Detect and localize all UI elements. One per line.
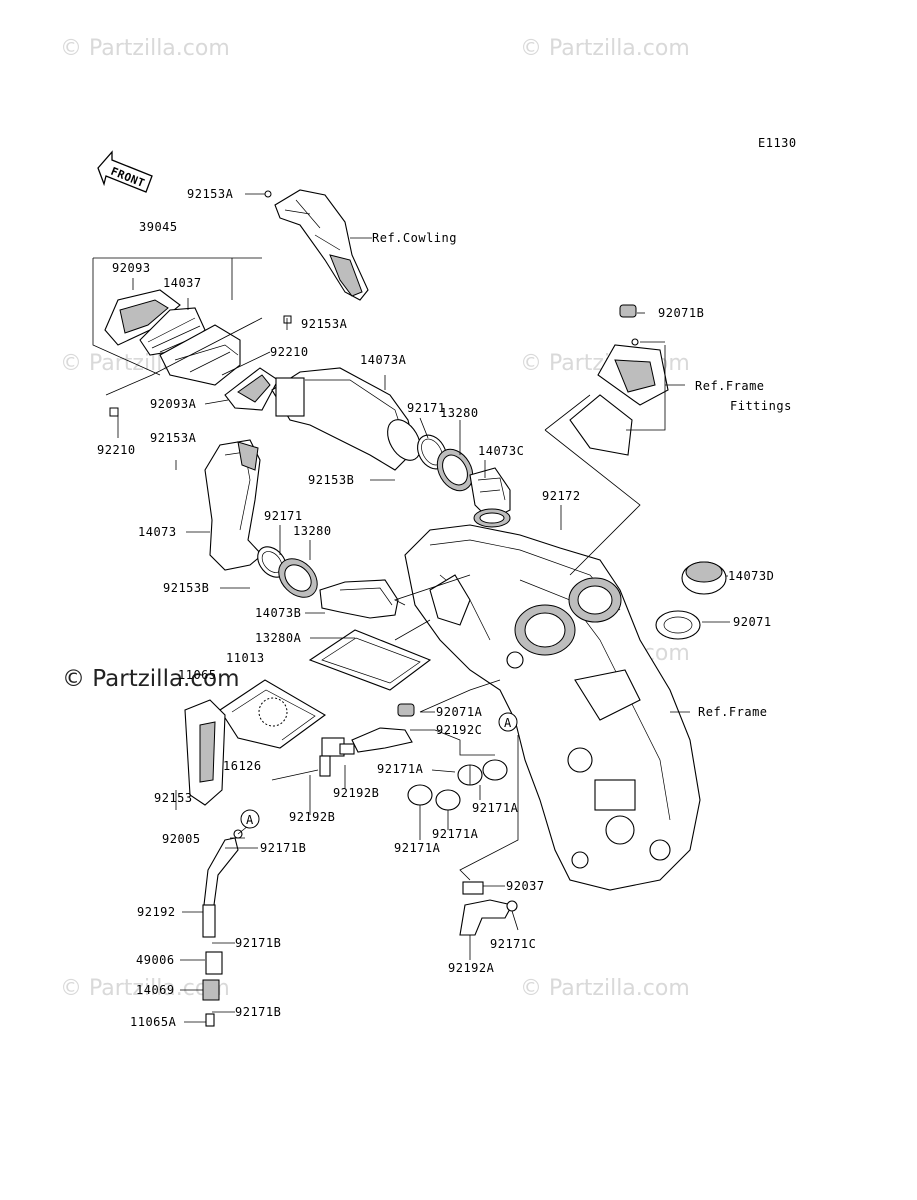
ref-label: Fittings [730,399,792,413]
part-label: 16126 [223,759,262,773]
part-label: 92171 [264,509,303,523]
part-label: 13280 [293,524,332,538]
duct-14073D [681,561,727,595]
callout-a-lower: A [240,809,260,829]
ref-label: Ref.Frame [695,379,765,393]
part-label: 92171 [407,401,446,415]
part-label: 92153 [154,791,193,805]
part-label: 11065A [130,1015,177,1029]
part-label: 39045 [139,220,178,234]
part-label: 92037 [506,879,545,893]
frame-fitting [597,338,669,406]
part-label: 11065 [178,668,217,682]
watermark-prominent: © Partzilla.com [62,666,240,692]
part-label: 92005 [162,832,201,846]
air-duct-14073A [271,367,421,471]
watermark: © Partzilla.com [520,976,690,1001]
callout-a-label: A [504,716,512,730]
seal-13280-mid [278,558,318,598]
part-label: 14073A [360,353,407,367]
ref-label: Ref.Cowling [372,231,457,245]
part-label: 92153B [308,473,354,487]
part-label: 14069 [136,983,175,997]
air-duct-14073 [204,439,263,571]
hose-92192A [459,881,518,936]
front-arrow-icon: FRONT [97,150,153,193]
part-labels: 92153A Ref.Cowling 39045 92093 14037 921… [97,187,792,1029]
part-label: 92171B [260,841,306,855]
part-label: 92172 [542,489,581,503]
part-label: 92153A [301,317,348,331]
part-label: 92192B [333,786,379,800]
cover-11065 [184,699,226,806]
grommet-92071A [397,703,415,717]
part-label: 92171A [394,841,441,855]
part-label: 14037 [163,276,202,290]
part-label: 92071A [436,705,483,719]
part-label: 92071 [733,615,772,629]
valve-16126 [319,727,413,777]
part-label: 92192A [448,961,495,975]
gasket-13280A [308,629,432,691]
callout-a-frame: A [498,712,518,732]
part-label: 92153A [150,431,197,445]
part-label: 92171B [235,936,281,950]
cowling-bracket [264,189,369,301]
duct-14073C [469,467,511,528]
part-label: 14073B [255,606,301,620]
part-label: 92210 [97,443,136,457]
watermark: © Partzilla.com [520,36,690,61]
callout-a-label: A [246,813,254,827]
part-label: 92171A [472,801,519,815]
part-label: 92153A [187,187,234,201]
part-label: 11013 [226,651,265,665]
diagram-code: E1130 [758,136,797,150]
part-label: 49006 [136,953,175,967]
part-label: 92153B [163,581,209,595]
part-label: 92192C [436,723,482,737]
part-label: 92171C [490,937,536,951]
part-label: 14073D [728,569,774,583]
main-frame [404,524,701,891]
ref-label: Ref.Frame [698,705,768,719]
part-label: 92171A [377,762,424,776]
duct-14073B [319,579,399,619]
part-label: 13280A [255,631,302,645]
part-label: 92171B [235,1005,281,1019]
air-filter-11013 [219,679,327,749]
part-label: 92210 [270,345,309,359]
part-label: 92192B [289,810,335,824]
watermark: © Partzilla.com [60,976,230,1001]
part-label: 92071B [658,306,704,320]
filter-pad [569,394,633,456]
part-label: 92093 [112,261,151,275]
watermark: © Partzilla.com [60,36,230,61]
part-label: 14073C [478,444,524,458]
part-label: 13280 [440,406,479,420]
part-label: 92192 [137,905,176,919]
part-label: 92171A [432,827,479,841]
seal-13280-upper [436,448,474,492]
grommet-92071 [655,610,701,640]
cap-92071B [619,304,637,318]
part-label: 14073 [138,525,177,539]
part-label: 92093A [150,397,197,411]
